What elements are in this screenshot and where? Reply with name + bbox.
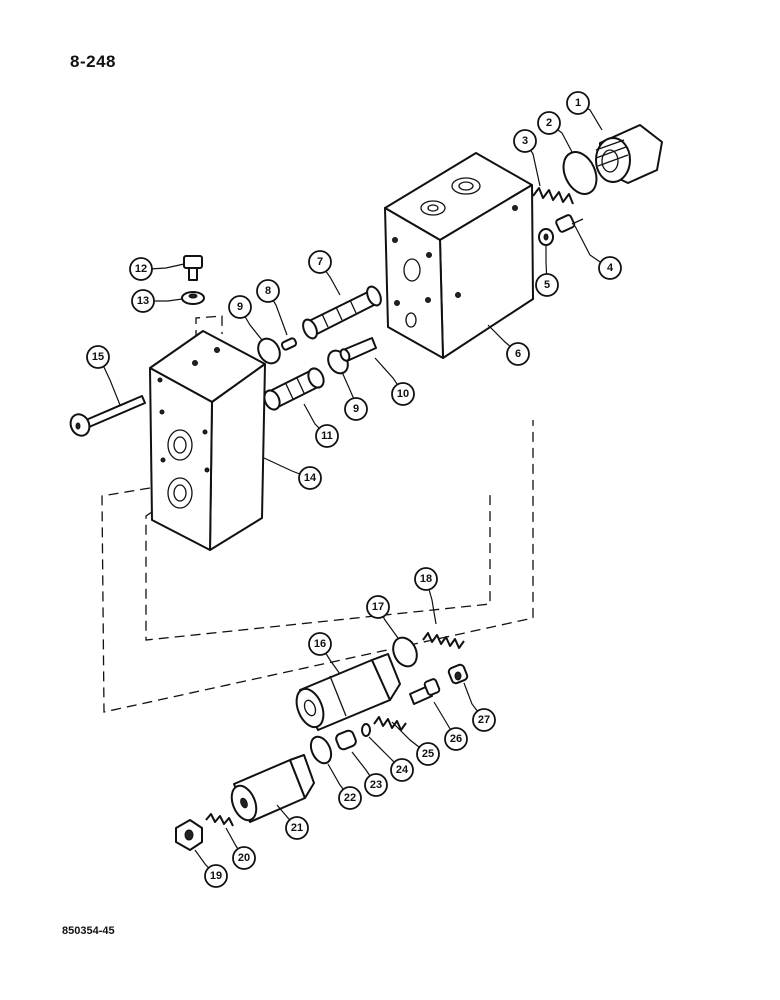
callout-26: 26 xyxy=(444,727,468,751)
callout-20: 20 xyxy=(232,846,256,870)
callout-24: 24 xyxy=(390,758,414,782)
valve-body-block xyxy=(384,152,534,359)
callout-3: 3 xyxy=(513,129,537,153)
o-ring-24 xyxy=(361,723,371,737)
callout-10: 10 xyxy=(391,382,415,406)
svg-text:25: 25 xyxy=(422,748,434,760)
svg-text:27: 27 xyxy=(478,714,490,726)
svg-text:9: 9 xyxy=(353,403,359,415)
svg-text:24: 24 xyxy=(396,764,409,776)
svg-text:19: 19 xyxy=(210,870,222,882)
callout-19: 19 xyxy=(204,864,228,888)
washer-13 xyxy=(181,291,205,305)
bolt-15 xyxy=(69,395,146,437)
svg-text:8: 8 xyxy=(265,285,271,297)
o-ring-9-upper xyxy=(257,337,281,365)
svg-text:10: 10 xyxy=(397,388,409,400)
svg-text:12: 12 xyxy=(135,263,147,275)
svg-text:13: 13 xyxy=(137,295,149,307)
cartridge-body-16 xyxy=(295,653,401,731)
callout-1: 1 xyxy=(566,91,590,115)
callout-9-upper: 9 xyxy=(228,295,252,319)
callout-9-lower: 9 xyxy=(344,397,368,421)
callout-11: 11 xyxy=(315,424,339,448)
adapter-21 xyxy=(230,754,315,823)
spring-18 xyxy=(422,632,465,649)
spring-25 xyxy=(373,716,407,731)
callout-18: 18 xyxy=(414,567,438,591)
svg-text:18: 18 xyxy=(420,573,432,585)
svg-text:17: 17 xyxy=(372,601,384,613)
o-ring-2 xyxy=(562,151,598,195)
svg-text:20: 20 xyxy=(238,852,250,864)
svg-text:23: 23 xyxy=(370,779,382,791)
o-ring-17 xyxy=(392,636,418,668)
washer-5 xyxy=(538,228,554,246)
callout-14: 14 xyxy=(298,466,322,490)
spool-7 xyxy=(302,285,382,340)
assembly-dashed-lines xyxy=(101,315,534,713)
callout-17: 17 xyxy=(366,595,390,619)
nut-19 xyxy=(175,819,203,851)
svg-text:22: 22 xyxy=(344,792,356,804)
svg-text:21: 21 xyxy=(291,822,303,834)
svg-text:1: 1 xyxy=(575,97,581,109)
pin-10 xyxy=(339,337,377,362)
spring-3 xyxy=(532,187,574,205)
svg-text:7: 7 xyxy=(317,256,323,268)
svg-text:11: 11 xyxy=(321,430,333,442)
callout-4: 4 xyxy=(598,256,622,280)
svg-text:9: 9 xyxy=(237,301,243,313)
svg-text:2: 2 xyxy=(546,117,552,129)
svg-text:5: 5 xyxy=(544,279,550,291)
svg-text:16: 16 xyxy=(314,638,326,650)
callout-7: 7 xyxy=(308,250,332,274)
callout-6: 6 xyxy=(506,342,530,366)
pin-26 xyxy=(409,678,441,705)
callout-5: 5 xyxy=(535,273,559,297)
figure-id: 850354-45 xyxy=(62,925,115,937)
end-block xyxy=(149,330,266,551)
callout-13: 13 xyxy=(131,289,155,313)
callout-2: 2 xyxy=(537,111,561,135)
plug-part xyxy=(595,124,663,184)
callout-23: 23 xyxy=(364,773,388,797)
pin-8 xyxy=(280,337,298,351)
callout-25: 25 xyxy=(416,742,440,766)
callout-22: 22 xyxy=(338,786,362,810)
svg-text:15: 15 xyxy=(92,351,104,363)
piston-11 xyxy=(263,367,325,411)
svg-text:6: 6 xyxy=(515,348,521,360)
callout-16: 16 xyxy=(308,632,332,656)
svg-text:4: 4 xyxy=(607,262,614,274)
plug-27 xyxy=(447,663,469,685)
svg-text:3: 3 xyxy=(522,135,528,147)
o-ring-22 xyxy=(309,735,333,765)
poppet-23 xyxy=(335,729,357,751)
callout-27: 27 xyxy=(472,708,496,732)
cap-screw-12 xyxy=(183,255,203,281)
callout-15: 15 xyxy=(86,345,110,369)
callout-21: 21 xyxy=(285,816,309,840)
set-screw-20 xyxy=(205,813,234,827)
svg-text:14: 14 xyxy=(304,472,317,484)
svg-text:26: 26 xyxy=(450,733,462,745)
callout-12: 12 xyxy=(129,257,153,281)
callout-8: 8 xyxy=(256,279,280,303)
page-number: 8-248 xyxy=(70,52,116,71)
screw-4 xyxy=(555,214,584,233)
